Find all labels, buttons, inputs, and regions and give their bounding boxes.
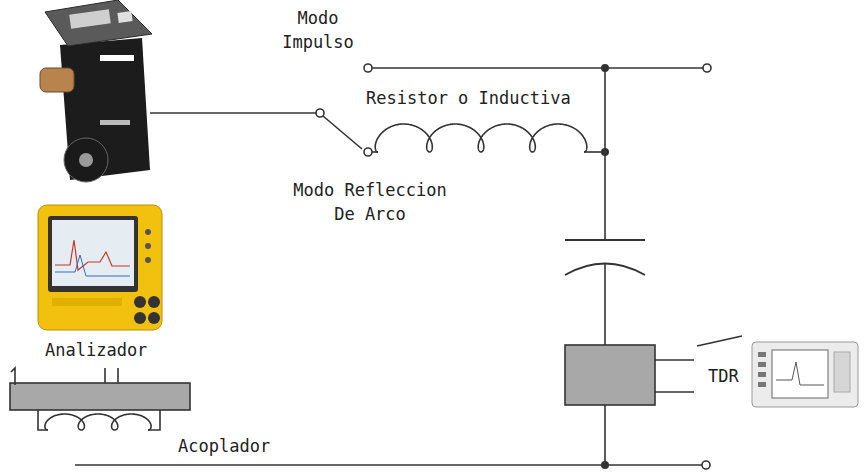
cable-bar [10, 383, 190, 410]
mode-label: Modo Impulso [276, 6, 360, 54]
device-label: TDR [708, 364, 739, 388]
device-label: Analizador [45, 338, 147, 362]
coupling-box [565, 345, 655, 405]
tdr-device [752, 342, 858, 407]
device-label: Acoplador [178, 434, 270, 458]
junction-dots [601, 64, 609, 469]
coupler-coil [45, 414, 151, 430]
test-set-device [40, 0, 152, 182]
mode-label: Modo Refleccion De Arco [288, 178, 452, 226]
inductor-symbol [375, 124, 587, 152]
wiring [10, 64, 742, 469]
analyzer-device [38, 205, 162, 330]
component-label: Resistor o Inductiva [366, 86, 571, 110]
